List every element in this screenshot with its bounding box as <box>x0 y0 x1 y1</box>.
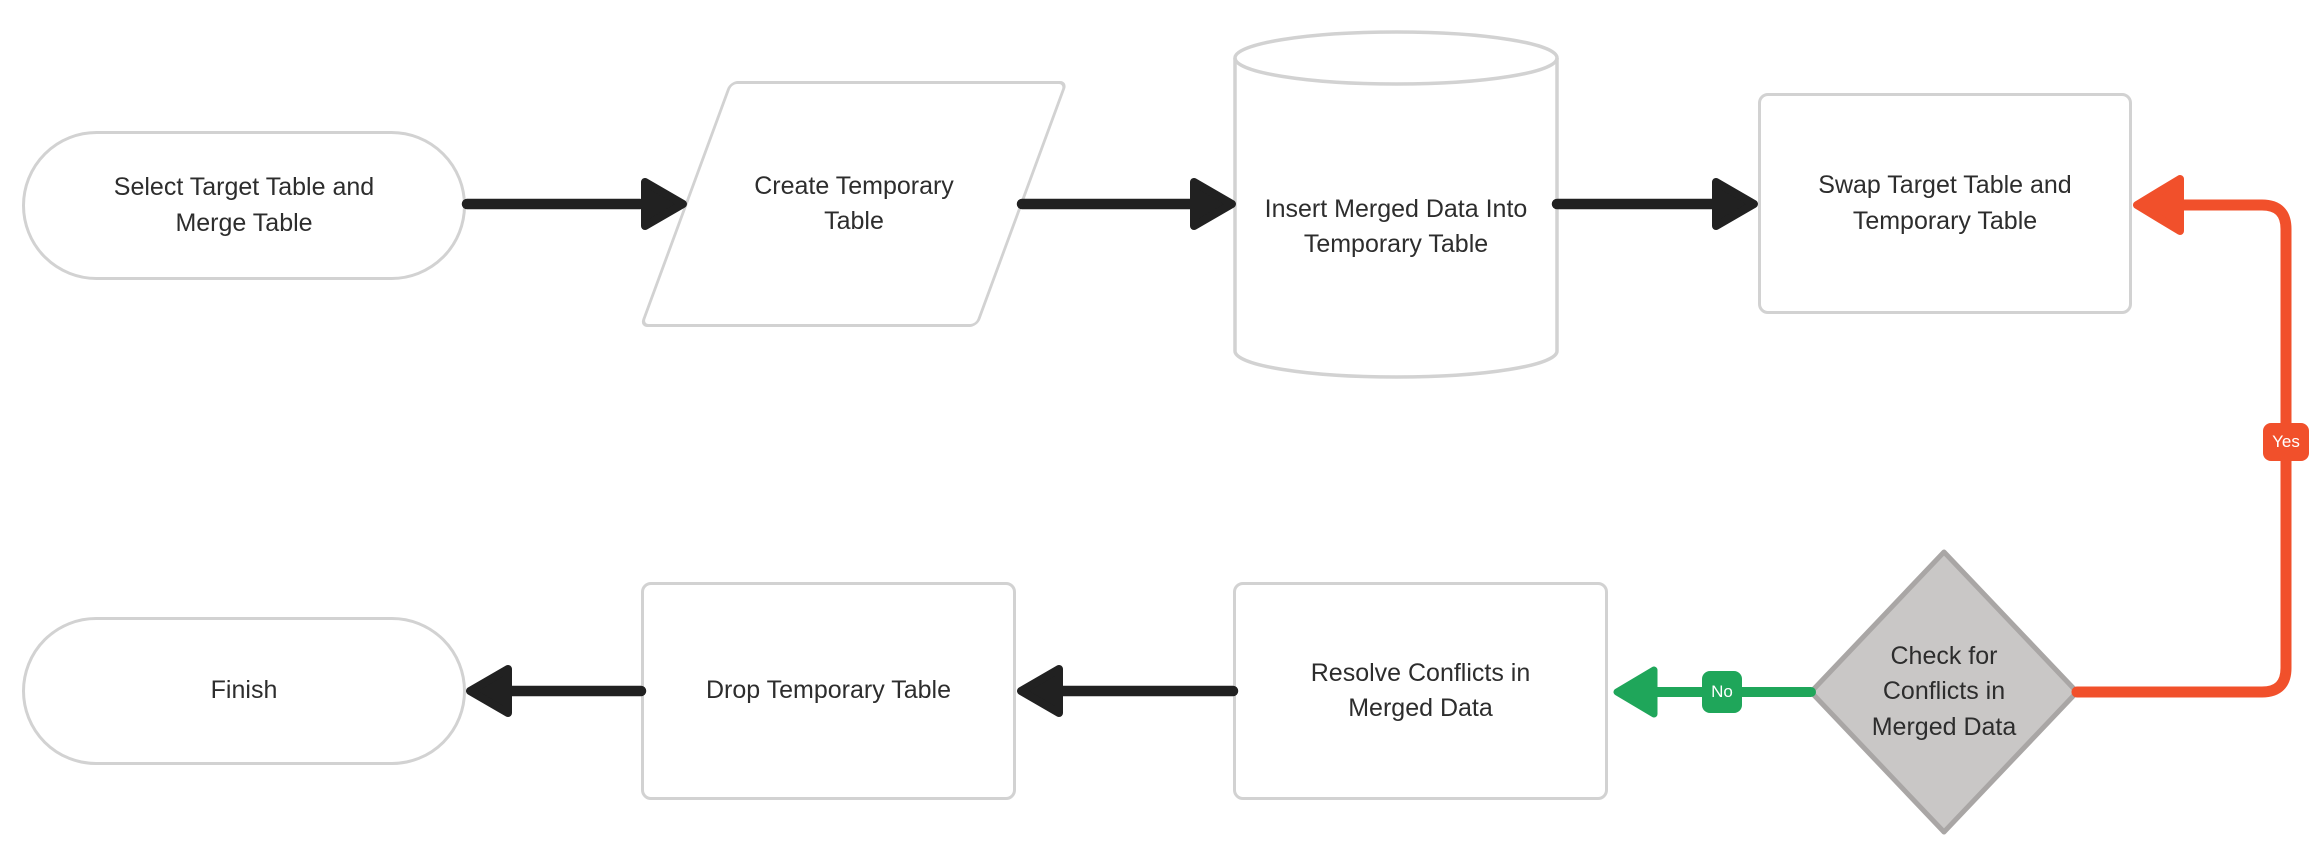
node-swap-tables-label: Swap Target Table and Temporary Table <box>1818 171 2072 235</box>
edge-label-yes: Yes <box>2263 423 2309 461</box>
node-check-conflicts-label: Check for Conflicts in Merged Data <box>1871 641 2017 741</box>
edge-label-no: No <box>1702 671 1742 713</box>
node-start-label: Select Target Table and Merge Table <box>113 173 375 237</box>
node-start <box>22 131 466 280</box>
node-drop-temp-table-label: Drop Temporary Table <box>705 676 952 705</box>
node-resolve-conflicts <box>1233 582 1608 800</box>
node-swap-tables <box>1758 93 2132 314</box>
node-resolve-conflicts-label: Resolve Conflicts in Merged Data <box>1310 658 1531 723</box>
node-insert-merged-data-label: Insert Merged Data Into Temporary Table <box>1264 194 1528 259</box>
node-finish <box>22 617 466 765</box>
node-drop-temp-table <box>641 582 1016 800</box>
node-create-temp-table-label: Create Temporary Table <box>754 171 954 236</box>
node-finish-label: Finish <box>210 676 278 705</box>
